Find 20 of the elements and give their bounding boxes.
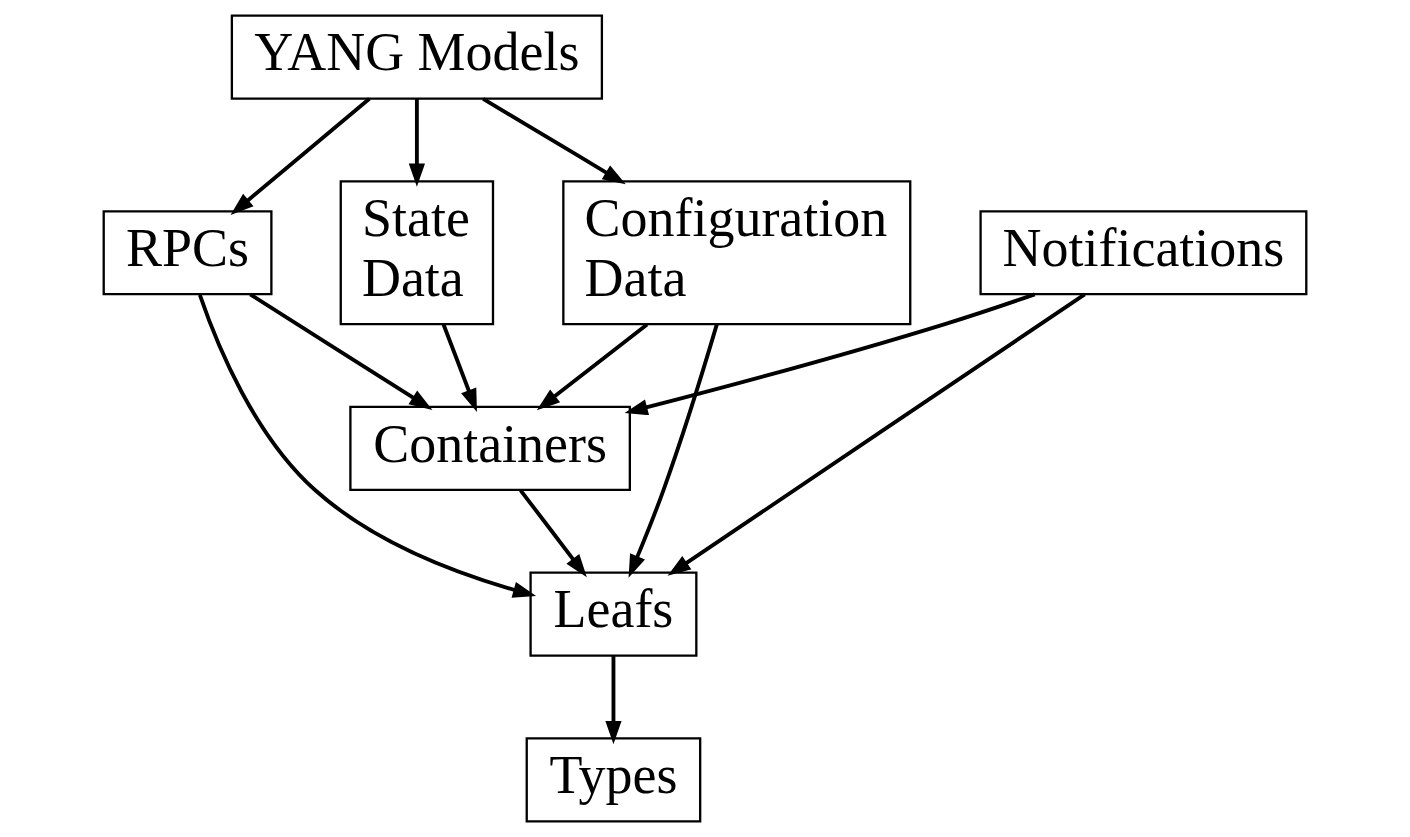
node-box: Configuration Data	[562, 180, 912, 326]
node-box: Types	[525, 737, 702, 823]
arrow	[482, 97, 626, 185]
arrow	[628, 323, 719, 578]
arrow	[230, 97, 371, 215]
arrow	[198, 294, 537, 598]
arrow	[249, 292, 433, 410]
node-box: Containers	[349, 405, 631, 491]
arrow	[624, 292, 1036, 416]
node-box: State Data	[339, 180, 495, 326]
arrow	[667, 292, 1086, 576]
arrow	[519, 489, 587, 578]
arrow	[441, 323, 477, 412]
arrow	[536, 322, 649, 411]
arrow	[605, 656, 622, 745]
node-box: Notifications	[979, 210, 1308, 296]
node-box: RPCs	[102, 210, 273, 296]
node-box: Leafs	[529, 571, 698, 657]
arrow	[408, 98, 425, 187]
node-box: YANG Models	[230, 14, 604, 100]
